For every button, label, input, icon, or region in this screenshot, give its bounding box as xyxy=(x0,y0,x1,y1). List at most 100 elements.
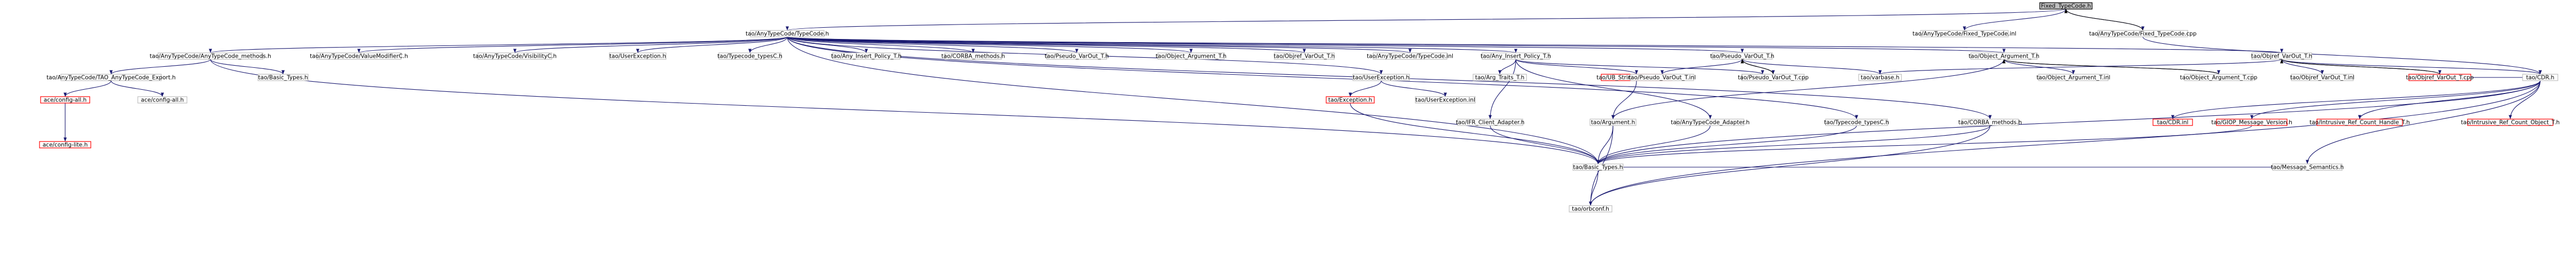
edge-pseudo_varout_t_h-to-varbase_h xyxy=(1742,59,1882,75)
edge-anytypecode_typecode_h-to-typecode_typesc_h_top xyxy=(748,36,788,53)
node-fixed-typecode-h[interactable]: Fixed_TypeCode.h xyxy=(2039,2,2093,10)
node-label: tao/Objref_VarOut_T.h xyxy=(2251,53,2312,60)
node-pseudo-varout-t-h[interactable]: tao/Pseudo_VarOut_T.h xyxy=(1710,52,1774,60)
edge-cdr_h-to-basic_types_h xyxy=(1596,80,2541,164)
node-box xyxy=(2316,119,2403,126)
node-argument-h[interactable]: tao/Argument.h xyxy=(1590,119,1637,126)
node-box xyxy=(2408,74,2471,81)
node-ace-config-all-h-red[interactable]: ace/config-all.h xyxy=(40,96,90,104)
node-anytypecode-fixed-typecode-inl[interactable]: tao/AnyTypeCode/Fixed_TypeCode.inl xyxy=(1913,30,2016,37)
node-anytypecode-typecode-h[interactable]: tao/AnyTypeCode/TypeCode.h xyxy=(746,30,829,37)
node-basic-types-h-small[interactable]: tao/Basic_Types.h xyxy=(257,74,309,81)
node-userexception-inl[interactable]: tao/UserException.inl xyxy=(1415,96,1476,104)
node-orbconf-h[interactable]: tao/orbconf.h xyxy=(1569,205,1612,213)
node-box xyxy=(2097,30,2188,37)
node-message-semantics-h[interactable]: tao/Message_Semantics.h xyxy=(2271,163,2344,171)
node-basic-types-h[interactable]: tao/Basic_Types.h xyxy=(1572,163,1624,171)
edge-object_argument_t_cpp-to-object_argument_t_h xyxy=(2002,59,2219,75)
node-cdr-h[interactable]: tao/CDR.h xyxy=(2522,74,2558,81)
node-label: tao/Pseudo_VarOut_T.inl xyxy=(1628,75,1696,81)
node-label: tao/Pseudo_VarOut_T.h xyxy=(1045,53,1109,60)
node-pseudo-varout-t-inl[interactable]: tao/Pseudo_VarOut_T.inl xyxy=(1628,74,1696,81)
node-box xyxy=(1457,119,1523,126)
node-typecode-typesc-h-top[interactable]: tao/Typecode_typesC.h xyxy=(717,52,782,60)
node-box xyxy=(1858,74,1902,81)
node-object-argument-t-h-top[interactable]: tao/Object_Argument_T.h xyxy=(1156,52,1226,60)
node-pseudo-varout-t-cpp[interactable]: tao/Pseudo_VarOut_T.cpp xyxy=(1738,74,1809,81)
node-corba-methods-h[interactable]: tao/CORBA_methods.h xyxy=(1958,119,2022,126)
node-intrusive-ref-count-handle-t-h[interactable]: tao/Intrusive_Ref_Count_Handle_T.h xyxy=(2309,119,2410,126)
node-object-argument-t-cpp[interactable]: tao/Object_Argument_T.cpp xyxy=(2180,74,2258,81)
node-box xyxy=(2184,74,2253,81)
edge-anytypecode_typecode_h-to-basic_types_h xyxy=(787,36,1600,164)
node-label: ace/config-all.h xyxy=(141,97,184,104)
node-object-argument-t-h[interactable]: tao/Object_Argument_T.h xyxy=(1969,52,2039,60)
node-typecode-typesc-h[interactable]: tao/Typecode_typesC.h xyxy=(1824,119,1889,126)
node-any-insert-policy-t-h[interactable]: tao/Any_Insert_Policy_T.h xyxy=(1481,52,1551,60)
node-cdr-inl[interactable]: tao/CDR.inl xyxy=(2152,119,2193,126)
edge-object_argument_t_h-to-argument_h xyxy=(1611,59,2005,120)
node-arg-traits-t-h[interactable]: tao/Arg_Traits_T.h xyxy=(1473,74,1527,81)
node-objref-varout-t-inl[interactable]: tao/Objref_VarOut_T.inl xyxy=(2290,74,2354,81)
node-box xyxy=(1046,52,1107,60)
node-anytypecode-typecode-inl[interactable]: tao/AnyTypeCode/TypeCode.inl xyxy=(1367,52,1453,60)
node-box xyxy=(158,52,263,60)
node-label: tao/IFR_Client_Adapter.h xyxy=(1456,120,1525,126)
node-ace-config-all-h[interactable]: ace/config-all.h xyxy=(137,96,187,104)
node-box xyxy=(718,52,781,60)
node-intrusive-ref-count-object-t-h[interactable]: tao/Intrusive_Ref_Count_Object_T.h xyxy=(2461,119,2560,126)
node-visibilityc-h[interactable]: tao/AnyTypeCode/VisibilityC.h xyxy=(473,52,557,60)
node-any-insert-policy-t-h-top[interactable]: tao/Any_Insert_Policy_T.h xyxy=(831,52,902,60)
node-box xyxy=(832,52,901,60)
edge-ub_string_argument_t_h-to-argument_h xyxy=(1611,80,1637,120)
node-box xyxy=(2216,119,2288,126)
node-giop-message-version-h[interactable]: tao/GIOP_Message_Version.h xyxy=(2211,119,2292,126)
node-box xyxy=(2152,119,2193,126)
node-label: tao/UserException.inl xyxy=(1415,97,1475,104)
edge-fixed_typecode_h-to-anytypecode_fixed_typecode_inl xyxy=(1962,9,2066,31)
node-label: tao/Typecode_typesC.h xyxy=(717,53,782,60)
edge-cdr_h-to-orbconf_h xyxy=(1589,80,2541,206)
node-box xyxy=(1630,74,1694,81)
edge-anytypecode_typecode_h-to-objref_varout_t_h_top xyxy=(787,36,1306,53)
edge-fixed_typecode_h-to-anytypecode_typecode_h xyxy=(786,9,2066,31)
edge-anytypecode_typecode_h-to-pseudo_varout_t_h_top xyxy=(787,36,1078,53)
edge-anytypecode_typecode_h-to-userexception_h_top xyxy=(636,36,788,53)
edge-tao_anytypecode_export_h-to-ace_config_all_h xyxy=(111,80,165,97)
node-label: ace/config-lite.h xyxy=(43,142,88,148)
node-label: tao/Object_Argument_T.h xyxy=(1969,53,2039,60)
node-pseudo-varout-t-h-top[interactable]: tao/Pseudo_VarOut_T.h xyxy=(1045,52,1109,60)
node-objref-varout-t-h-top[interactable]: tao/Objref_VarOut_T.h xyxy=(1274,52,1335,60)
node-label: tao/Basic_Types.h xyxy=(1573,164,1623,171)
node-valuemodifierc-h[interactable]: tao/AnyTypeCode/ValueModifierC.h xyxy=(310,52,408,60)
node-anytypecode-adapter-h[interactable]: tao/AnyTypeCode_Adapter.h xyxy=(1671,119,1750,126)
node-tao-anytypecode-export-h[interactable]: tao/AnyTypeCode/TAO_AnyTypeCode_Export.h xyxy=(46,74,176,81)
node-label: tao/Objref_VarOut_T.cpp xyxy=(2406,75,2474,81)
node-label: tao/Intrusive_Ref_Count_Handle_T.h xyxy=(2309,120,2410,126)
node-ifr-client-adapter-h[interactable]: tao/IFR_Client_Adapter.h xyxy=(1456,119,1525,126)
node-objref-varout-t-h[interactable]: tao/Objref_VarOut_T.h xyxy=(2251,52,2312,60)
node-box xyxy=(1825,119,1888,126)
node-label: tao/UserException.h xyxy=(1353,75,1410,81)
node-ace-config-lite-h[interactable]: ace/config-lite.h xyxy=(39,141,91,148)
node-box xyxy=(1569,205,1612,213)
node-userexception-h-top[interactable]: tao/UserException.h xyxy=(609,52,667,60)
node-object-argument-t-inl[interactable]: tao/Object_Argument_T.inl xyxy=(2037,74,2110,81)
edge-cdr_h-to-giop_message_version_h xyxy=(2250,80,2541,120)
node-label: tao/Pseudo_VarOut_T.h xyxy=(1710,53,1774,60)
node-label: tao/Any_Insert_Policy_T.h xyxy=(831,53,902,60)
node-objref-varout-t-cpp[interactable]: tao/Objref_VarOut_T.cpp xyxy=(2406,74,2474,81)
node-anytypecode-methods-h[interactable]: tao/AnyTypeCode/AnyTypeCode_methods.h xyxy=(150,52,271,60)
node-corba-methods-h-top[interactable]: tao/CORBA_methods.h xyxy=(941,52,1005,60)
node-exception-h[interactable]: tao/Exception.h xyxy=(1326,96,1375,104)
node-box xyxy=(1742,74,1805,81)
node-anytypecode-fixed-typecode-cpp[interactable]: tao/AnyTypeCode/Fixed_TypeCode.cpp xyxy=(2089,30,2197,37)
edge-corba_methods_h-to-orbconf_h xyxy=(1588,125,1991,206)
node-userexception-h[interactable]: tao/UserException.h xyxy=(1352,74,1410,81)
edge-anytypecode_methods_h-to-basic_types_h_small xyxy=(210,59,285,75)
node-label: tao/AnyTypeCode/Fixed_TypeCode.inl xyxy=(1913,31,2016,37)
node-varbase-h[interactable]: tao/varbase.h xyxy=(1858,74,1902,81)
node-box xyxy=(1961,119,2019,126)
node-label: tao/Intrusive_Ref_Count_Object_T.h xyxy=(2461,120,2560,126)
edge-anytypecode_typecode_h-to-any_insert_policy_t_h_top xyxy=(787,36,868,53)
